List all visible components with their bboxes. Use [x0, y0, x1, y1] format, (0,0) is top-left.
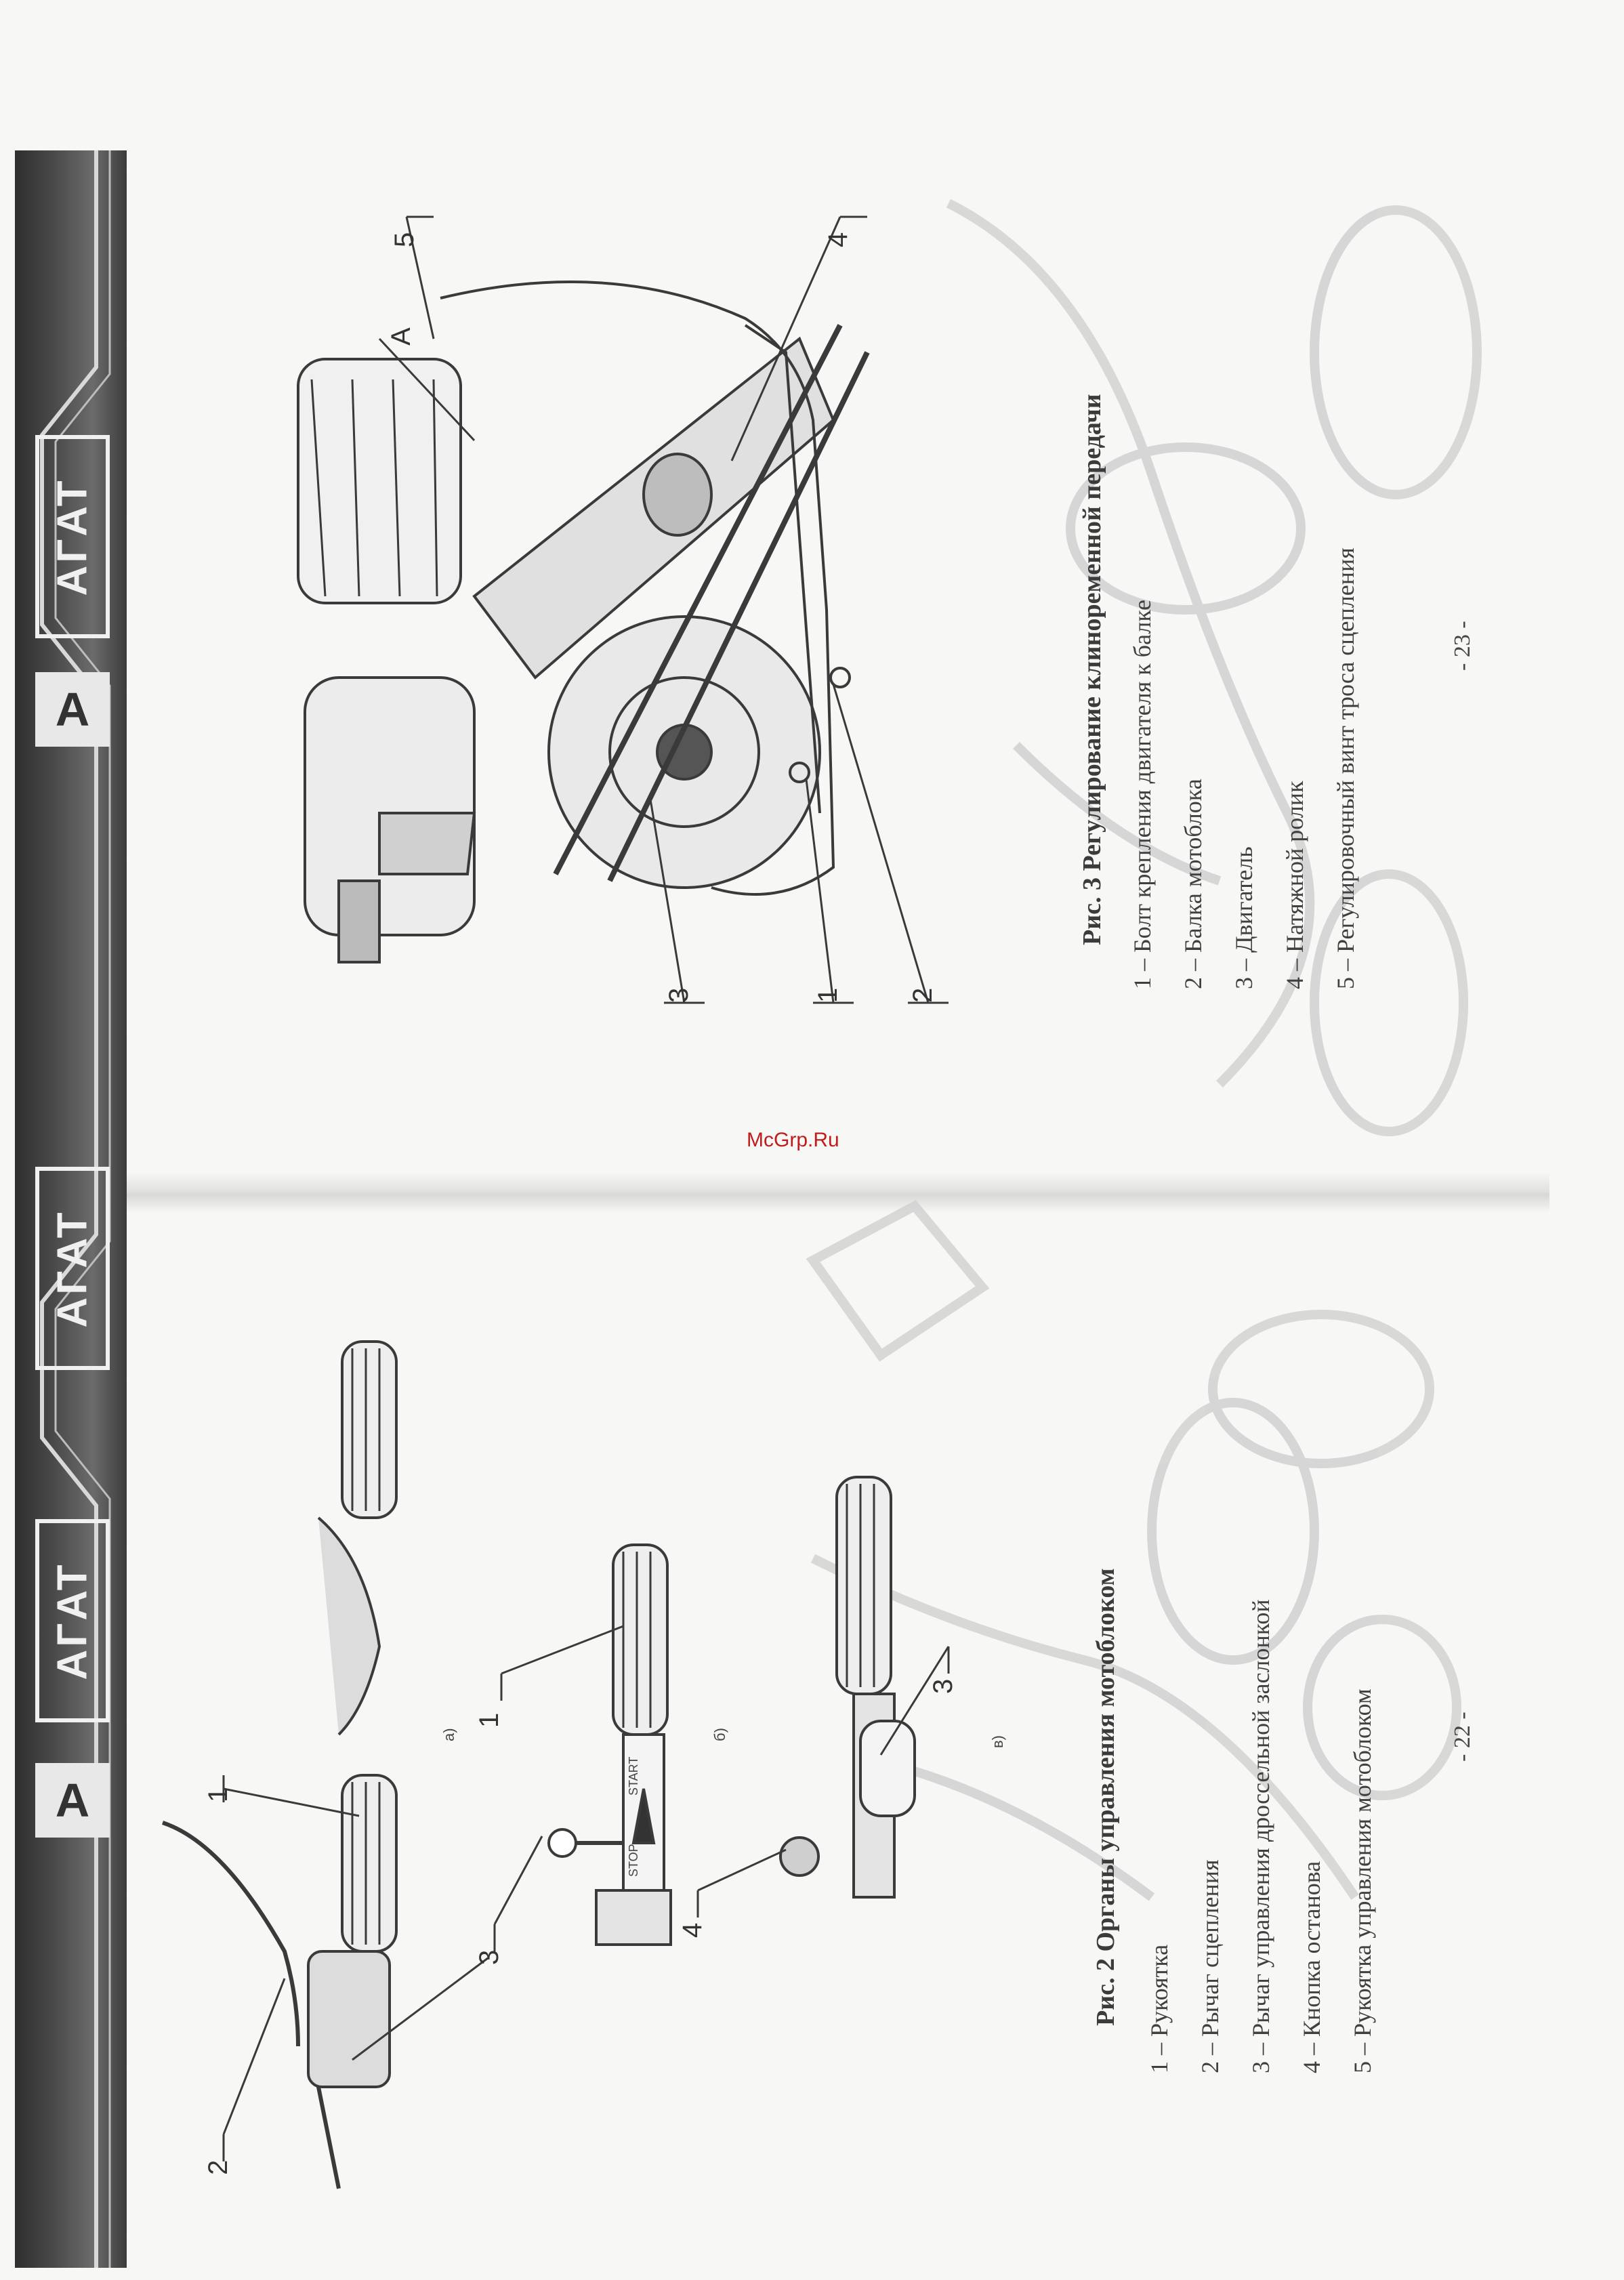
handle-c-drawing	[779, 1476, 916, 1899]
logo-bottom: AГAT	[35, 1519, 110, 1722]
fig2-callout-1b: 1	[474, 1712, 504, 1728]
page-fold	[127, 1172, 1549, 1213]
fig3-callout-1: 1	[813, 987, 843, 1003]
fig2-legend-item-4: 4 – Кнопка останова	[1298, 1861, 1325, 2073]
right-page-number: - 23 -	[1450, 621, 1475, 671]
fig3-legend-item-3: 3 – Двигатель	[1230, 846, 1257, 989]
fig3-legend-item-1: 1 – Болт крепления двигателя к балке	[1129, 600, 1156, 989]
switch-stop-label: STOP	[627, 1844, 640, 1877]
fig2-legend-item-5: 5 – Рукоятка управления мотоблоком	[1349, 1688, 1376, 2073]
fig3-legend-item-2: 2 – Балка мотоблока	[1180, 779, 1207, 989]
fig2-sublabel-a: а)	[440, 1728, 457, 1741]
left-page-number: - 22 -	[1450, 1712, 1475, 1762]
band-ornament	[40, 150, 111, 2268]
fig3-leaders	[378, 215, 949, 1004]
handle-a-drawing	[162, 1340, 398, 2189]
logo-mark-top: A	[35, 672, 110, 747]
fig2-callout-3c: 3	[928, 1678, 958, 1694]
background-sketch-right	[946, 199, 1482, 1136]
fig2-legend-item-2: 2 – Рычаг сцепления	[1196, 1859, 1224, 2073]
fig2-callout-4: 4	[678, 1922, 707, 1938]
handle-b-drawing	[547, 1543, 672, 1946]
watermark: McGrp.Ru	[747, 1129, 839, 1151]
engine-drawing	[297, 281, 870, 963]
fig3-callout-5: 5	[390, 232, 419, 247]
fig3-callout-a: A	[386, 327, 416, 346]
fig3-legend-item-4: 4 – Натяжной ролик	[1281, 781, 1308, 989]
logo-middle: AГAT	[35, 1167, 110, 1370]
background-sketch-left	[806, 1200, 1461, 1901]
switch-start-label: START	[627, 1756, 640, 1796]
fig3-caption-title: Рис. 3 Регулирование клиноременной перед…	[1078, 394, 1106, 945]
fig3-callout-2: 2	[908, 987, 938, 1003]
fig2-sublabel-b: б)	[711, 1728, 728, 1741]
fig3-legend-item-5: 5 – Регулировочный винт троса сцепления	[1332, 547, 1359, 989]
fig2-legend-item-1: 1 – Рукоятка	[1146, 1944, 1173, 2073]
fig3-callout-4: 4	[823, 232, 853, 247]
fig2-callout-1: 1	[203, 1787, 233, 1802]
fig2-leaders	[222, 1625, 950, 2161]
logo-top: AГAT	[35, 435, 110, 638]
fig3-callout-3: 3	[664, 987, 694, 1003]
binding-band: A AГAT AГAT A AГAT	[15, 150, 127, 2268]
fig2-sublabel-v: в)	[989, 1735, 1006, 1748]
fig2-legend-item-3: 3 – Рычаг управления дроссельной заслонк…	[1247, 1599, 1274, 2073]
fig2-callout-2: 2	[203, 2159, 233, 2175]
fig2-caption-title: Рис. 2 Органы управления мотоблоком	[1091, 1568, 1120, 2026]
logo-mark-bottom: A	[35, 1763, 110, 1838]
fig2-callout-3a: 3	[474, 1949, 504, 1965]
